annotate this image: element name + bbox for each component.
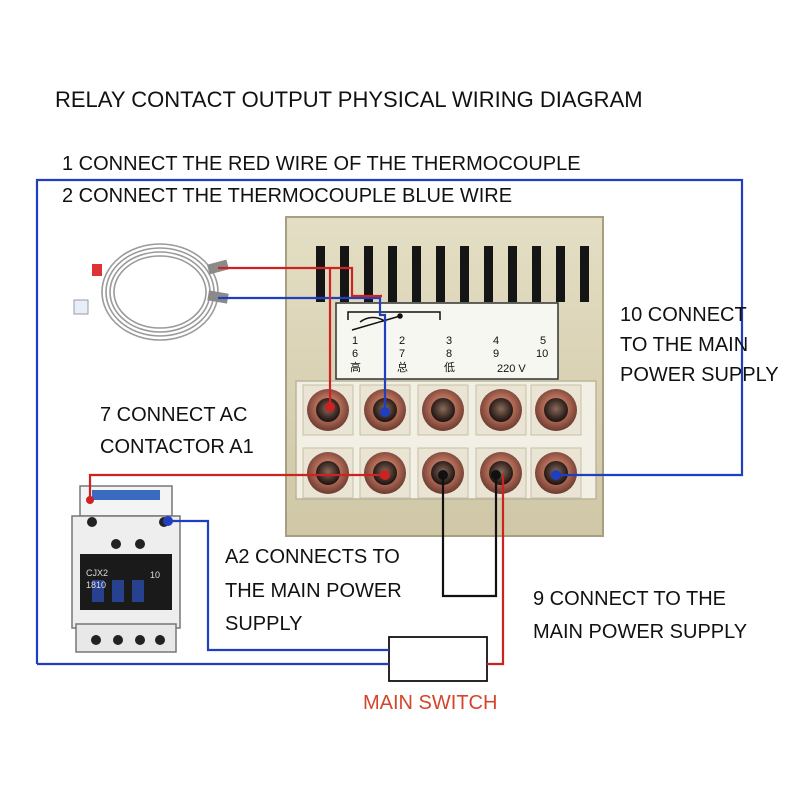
blue-wire-thermocouple — [218, 296, 387, 412]
vent-slots — [316, 246, 589, 302]
terminal-screw-6 — [302, 447, 354, 499]
note-a2-line-3: SUPPLY — [225, 613, 303, 635]
note-step-7-line-1: 7 CONNECT AC — [100, 404, 248, 426]
label-high: 高 — [350, 360, 361, 374]
note-step-7-line-2: CONTACTOR A1 — [100, 436, 254, 458]
temperature-controller — [285, 216, 604, 537]
terminal-number-6: 6 — [352, 348, 358, 360]
terminal-number-9: 9 — [493, 348, 499, 360]
note-a2-line-2: THE MAIN POWER — [225, 580, 402, 602]
terminal-number-1: 1 — [352, 335, 358, 347]
terminal-number-7: 7 — [399, 348, 405, 360]
ac-contactor: CJX2 1810 10 — [71, 485, 181, 653]
terminal-screw-7 — [359, 447, 411, 499]
relay-symbol — [347, 311, 441, 331]
note-step-9-line-2: MAIN POWER SUPPLY — [533, 621, 748, 643]
terminal-label-panel — [335, 302, 559, 380]
label-total: 总 — [397, 360, 408, 374]
note-step-1: 1 CONNECT THE RED WIRE OF THE THERMOCOUP… — [62, 153, 581, 175]
probe-red-lug — [92, 264, 102, 276]
main-switch-label: MAIN SWITCH — [363, 692, 498, 714]
red-wire-thermocouple — [218, 266, 382, 298]
red-wire-contactor-a1 — [88, 473, 385, 500]
contactor-model: CJX2 — [86, 568, 108, 578]
label-low: 低 — [444, 361, 455, 374]
note-step-10-line-3: POWER SUPPLY — [620, 364, 779, 386]
blue-wire-mains-loop — [35, 178, 744, 664]
terminal-number-5: 5 — [540, 335, 546, 347]
contactor-rating: 1810 — [86, 580, 106, 590]
thermocouple-probe — [73, 243, 229, 341]
note-step-10-line-2: TO THE MAIN — [620, 334, 749, 356]
terminal-screw-5 — [530, 384, 582, 436]
black-wire-jumper — [441, 475, 498, 598]
blue-wire-contactor-a2 — [168, 519, 389, 652]
terminal-screw-4 — [475, 384, 527, 436]
terminal-screw-3 — [417, 384, 469, 436]
terminal-number-3: 3 — [446, 335, 452, 347]
note-a2-line-1: A2 CONNECTS TO — [225, 546, 400, 568]
terminal-number-4: 4 — [493, 335, 499, 347]
wire-terminals — [86, 402, 561, 526]
terminal-number-8: 8 — [446, 348, 452, 360]
note-step-10-line-1: 10 CONNECT — [620, 304, 747, 326]
diagram-title: RELAY CONTACT OUTPUT PHYSICAL WIRING DIA… — [55, 87, 643, 112]
terminal-screw-9 — [475, 447, 527, 499]
wiring — [35, 178, 744, 666]
note-step-2: 2 CONNECT THE THERMOCOUPLE BLUE WIRE — [62, 185, 513, 207]
note-step-9-line-1: 9 CONNECT TO THE — [533, 588, 727, 610]
terminal-number-10: 10 — [536, 348, 548, 360]
probe-tag — [73, 299, 89, 315]
main-switch-box — [388, 636, 488, 682]
terminal-number-2: 2 — [399, 335, 405, 347]
contactor-slot-number: 10 — [150, 570, 160, 580]
red-wire-terminal-9 — [487, 475, 505, 666]
terminal-numbers: 1 2 3 4 5 6 7 8 9 10 高 总 低 220 V — [350, 335, 548, 375]
voltage-label: 220 V — [497, 363, 526, 375]
